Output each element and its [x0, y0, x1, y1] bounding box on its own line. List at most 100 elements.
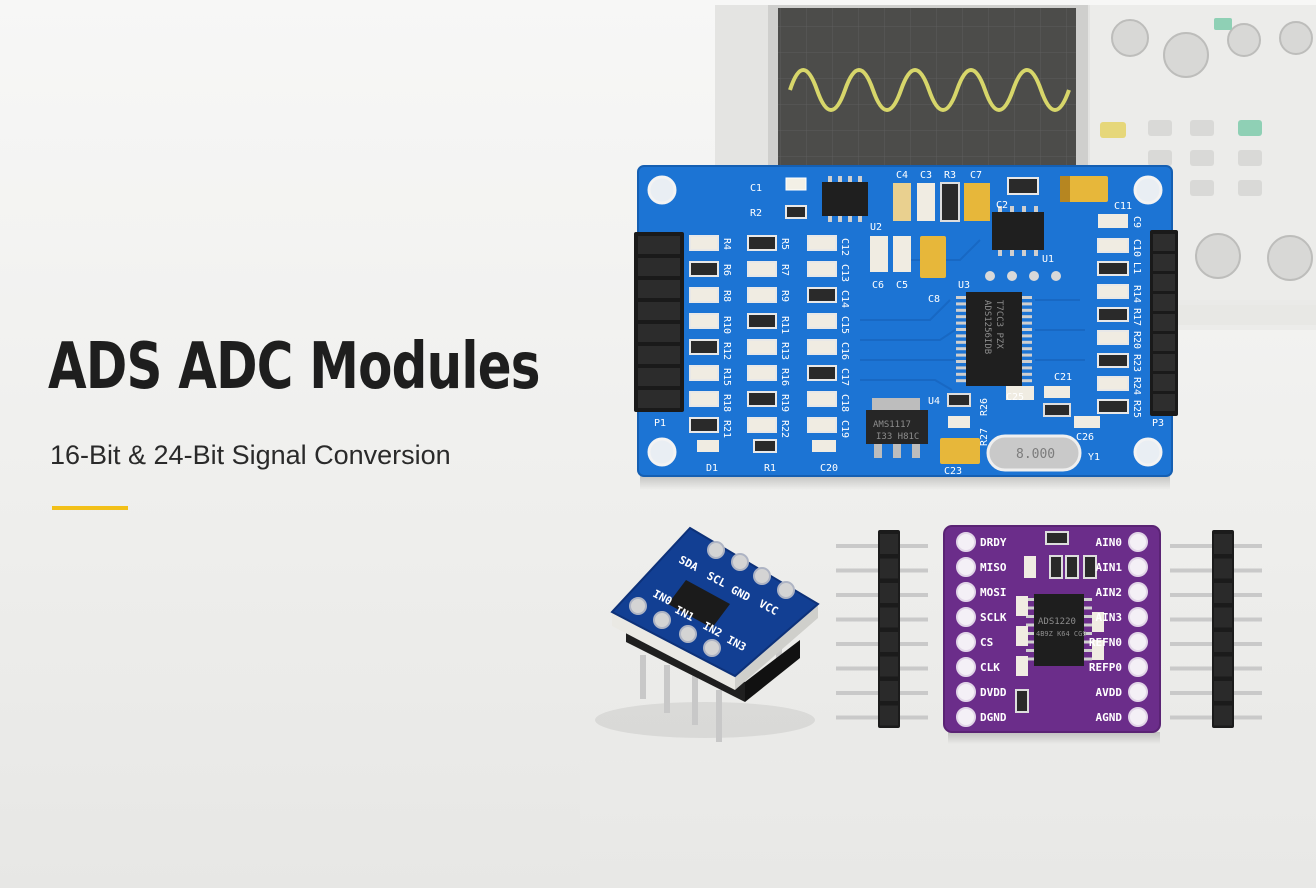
- silk-label: R18: [721, 394, 732, 412]
- purple-pin-right: AIN3: [1096, 611, 1123, 624]
- regulator-sublabel: I33 H81C: [876, 432, 919, 442]
- purple-pin-right: AVDD: [1096, 686, 1123, 699]
- pad-left: [956, 632, 976, 652]
- ic-u1: [992, 206, 1044, 256]
- ads1220-chip: ADS1220 4B9Z K64 CG9: [1026, 594, 1092, 666]
- silk-label: R9: [779, 290, 790, 302]
- passive-component: [807, 417, 837, 433]
- passive-component: [689, 261, 719, 277]
- purple-pin-right: AIN0: [1096, 536, 1123, 549]
- page-subtitle: 16-Bit & 24-Bit Signal Conversion: [50, 440, 451, 470]
- silk-label: R23: [1131, 354, 1142, 372]
- header-housing: [878, 530, 900, 728]
- passive-component: [747, 365, 777, 381]
- silk-label: C14: [839, 290, 850, 308]
- passive-component: [1097, 284, 1129, 299]
- silk-c6: C6: [872, 280, 884, 291]
- purple-pin-right: REFN0: [1089, 636, 1122, 649]
- silk-d1: D1: [706, 463, 718, 474]
- passive-component: [689, 313, 719, 329]
- pad-left: [956, 532, 976, 552]
- silk-label: R6: [721, 264, 732, 276]
- passive-component: [747, 391, 777, 407]
- silk-c1: C1: [750, 183, 762, 194]
- purple-pin-left: DGND: [980, 711, 1007, 724]
- silk-c4: C4: [896, 170, 908, 181]
- ads1115-pads: [629, 541, 795, 657]
- ads1220-chip-label: ADS1220: [1038, 617, 1076, 627]
- silk-u4: U4: [928, 396, 940, 407]
- pin-header-left: [836, 530, 928, 728]
- pad-left: [956, 607, 976, 627]
- accent-underline: [52, 506, 128, 510]
- passive-component: [689, 235, 719, 251]
- silk-c7: C7: [970, 170, 982, 181]
- purple-pin-right: AIN2: [1096, 586, 1123, 599]
- ads1115-chip: [668, 580, 730, 628]
- silk-c23: C23: [944, 466, 962, 477]
- silk-label: C12: [839, 238, 850, 256]
- pad-left: [956, 682, 976, 702]
- silk-c25: C25: [1006, 392, 1024, 403]
- silk-label: R4: [721, 238, 732, 250]
- pad-right: [1128, 607, 1148, 627]
- scope-waveform: [788, 68, 1071, 112]
- silk-label: R21: [721, 420, 732, 438]
- pad-right: [1128, 657, 1148, 677]
- silk-label: R14: [1131, 285, 1142, 303]
- purple-pin-left: DVDD: [980, 686, 1007, 699]
- passive-component: [1097, 353, 1129, 368]
- silk-label: R24: [1131, 377, 1142, 395]
- silk-label: R7: [779, 264, 790, 276]
- passive-component: [1097, 261, 1129, 276]
- silk-c21: C21: [1054, 372, 1072, 383]
- passive-component: [1097, 376, 1129, 391]
- passive-component: [689, 339, 719, 355]
- purple-pin-left: CLK: [980, 661, 1000, 674]
- silk-label: C9: [1131, 216, 1142, 228]
- adc-chip-sublabel: T7CC3 PZX: [994, 300, 1004, 349]
- crystal-label: 8.000: [1016, 447, 1055, 462]
- silk-c26: C26: [1076, 432, 1094, 443]
- silk-label: R12: [721, 342, 732, 360]
- adc-chip-label: ADS1256IDB: [982, 300, 992, 354]
- silk-c3: C3: [920, 170, 932, 181]
- silk-label: R5: [779, 238, 790, 250]
- silk-c2: C2: [996, 200, 1008, 211]
- silk-u1: U1: [1042, 254, 1054, 265]
- passive-component-grid: [689, 235, 1129, 433]
- passive-component: [1097, 399, 1129, 414]
- silk-u2: U2: [870, 222, 882, 233]
- purple-pin-right: AIN1: [1096, 561, 1123, 574]
- header-p1: [634, 232, 684, 412]
- pad-left: [956, 557, 976, 577]
- silk-c11: C11: [1114, 201, 1132, 212]
- silk-label: C16: [839, 342, 850, 360]
- silk-label: C17: [839, 368, 850, 386]
- silk-label: R13: [779, 342, 790, 360]
- pad-right: [1128, 582, 1148, 602]
- scope-buttons: [1100, 18, 1262, 196]
- pad-right: [1128, 532, 1148, 552]
- silk-c5: C5: [896, 280, 908, 291]
- scope-knobs: [1111, 19, 1313, 281]
- pad-right: [1128, 632, 1148, 652]
- silk-label: C15: [839, 316, 850, 334]
- misc-passives: [697, 386, 1100, 453]
- silk-p3: P3: [1152, 418, 1164, 429]
- silk-label: R10: [721, 316, 732, 334]
- purple-pin-left: DRDY: [980, 536, 1007, 549]
- ic-u2: [822, 176, 868, 222]
- passive-component: [689, 365, 719, 381]
- pad-left: [956, 657, 976, 677]
- passive-component: [807, 339, 837, 355]
- silk-label: R20: [1131, 331, 1142, 349]
- passive-component: [747, 287, 777, 303]
- passive-component: [747, 417, 777, 433]
- passive-component: [747, 339, 777, 355]
- silk-label: C19: [839, 420, 850, 438]
- purple-pin-left: MISO: [980, 561, 1007, 574]
- passive-component: [1097, 307, 1129, 322]
- blue-board-silkscreen: C1 R2 C4 C3 R3 C7 C2 C11 U2 C6 C5 C8 U1 …: [654, 170, 1164, 477]
